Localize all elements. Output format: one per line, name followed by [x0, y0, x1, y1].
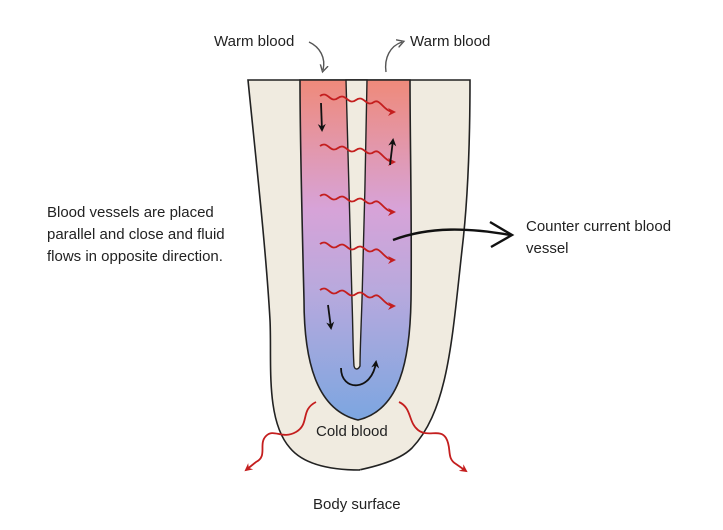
curved-arrow-icon [340, 360, 380, 387]
heat-wave-arrow-icon [244, 401, 317, 472]
heat-wave-arrow-icon [398, 401, 468, 473]
description-text: Blood vessels are placed parallel and cl… [47, 204, 225, 265]
up-arrow-icon [388, 138, 397, 166]
counter-current-label: Counter current blood vessel [526, 218, 672, 257]
flow-arrows [317, 102, 397, 387]
warm-in-arrow-icon [308, 41, 324, 70]
heat-wave-arrow-icon [319, 143, 396, 166]
heat-wave-arrow-icon [319, 93, 396, 116]
heat-loss-arrows [244, 401, 468, 473]
warm-blood-in-label: Warm blood [214, 33, 295, 50]
body-surface-label: Body surface [313, 496, 401, 513]
warm-blood-out-label: Warm blood [410, 33, 491, 50]
down-arrow-icon [317, 102, 326, 132]
heat-wave-arrow-icon [319, 241, 396, 264]
heat-wave-arrows [319, 93, 396, 310]
counter-current-pointer-icon [392, 228, 511, 242]
down-arrow-icon [326, 304, 335, 330]
heat-wave-arrow-icon [319, 193, 396, 216]
heat-wave-arrow-icon [319, 287, 396, 310]
cold-blood-label: Cold blood [316, 423, 388, 440]
warm-out-arrow-icon [384, 42, 402, 73]
